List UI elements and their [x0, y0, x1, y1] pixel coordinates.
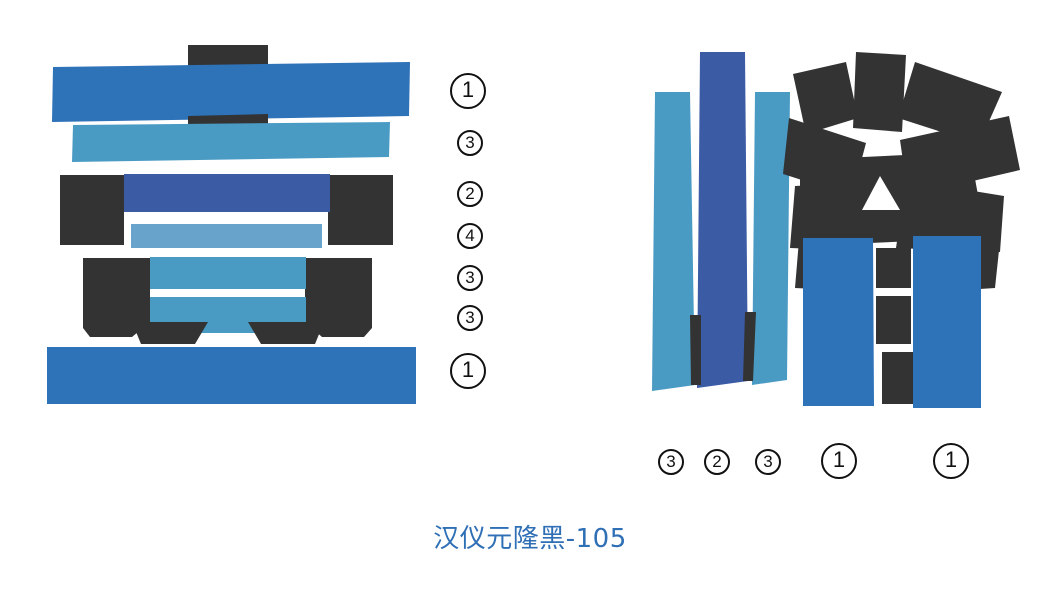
marker-label: 2	[465, 183, 475, 203]
stroke-index-marker-left-1: 1	[450, 73, 486, 109]
marker-label: 1	[832, 447, 846, 472]
marker-label: 3	[763, 451, 773, 471]
stroke-foot-right	[248, 322, 324, 344]
stroke-vertical-right	[752, 92, 790, 385]
stroke-tick-left	[690, 315, 701, 385]
stroke-right-box-lower	[305, 258, 372, 337]
stroke-index-marker-bottom-4: 1	[821, 443, 857, 479]
marker-label: 3	[465, 132, 475, 152]
stroke-rung-3	[882, 352, 913, 404]
marker-label: 1	[461, 357, 475, 382]
stroke-index-marker-bottom-2: 2	[704, 449, 730, 475]
stroke-left-box-lower	[83, 258, 150, 337]
marker-label: 4	[465, 225, 475, 245]
stroke-index-marker-left-6: 3	[457, 305, 483, 331]
stroke-vertical-mid	[697, 52, 748, 388]
marker-label: 2	[712, 451, 722, 471]
stroke-second-bar	[72, 122, 390, 162]
stroke-foot-left	[132, 322, 208, 344]
stroke-navy-bar	[124, 174, 330, 212]
stroke-tick-right	[743, 312, 756, 381]
marker-label: 3	[465, 267, 475, 287]
stroke-rung-2	[876, 296, 911, 344]
stroke-mid-bar-upper	[150, 257, 306, 289]
stroke-leg-left	[803, 238, 874, 406]
marker-label: 1	[944, 447, 958, 472]
marker-label: 3	[465, 307, 475, 327]
font-name-caption: 汉仪元隆黑-105	[433, 524, 627, 554]
stroke-index-marker-left-4: 4	[457, 223, 483, 249]
stroke-index-marker-left-2: 3	[457, 130, 483, 156]
stroke-light-bar	[131, 224, 322, 248]
marker-label: 3	[666, 451, 676, 471]
stroke-head-nw	[793, 62, 858, 134]
stroke-index-marker-bottom-5: 1	[933, 443, 969, 479]
stroke-right-box-upper	[328, 175, 393, 245]
stroke-index-marker-left-5: 3	[457, 265, 483, 291]
stroke-index-marker-bottom-3: 3	[755, 449, 781, 475]
stroke-vertical-left	[652, 92, 695, 391]
stroke-bottom-bar	[47, 347, 416, 404]
stroke-leg-right	[913, 236, 981, 408]
stroke-left-box-upper	[60, 175, 124, 245]
stroke-rung-1	[876, 248, 911, 288]
stroke-index-marker-left-7: 1	[450, 353, 486, 389]
stroke-index-marker-bottom-1: 3	[658, 449, 684, 475]
marker-label: 1	[461, 77, 475, 102]
stroke-notch-triangle	[862, 176, 900, 210]
stroke-head-center	[853, 52, 906, 132]
stroke-index-marker-left-3: 2	[457, 181, 483, 207]
stroke-top-bar	[52, 62, 410, 122]
